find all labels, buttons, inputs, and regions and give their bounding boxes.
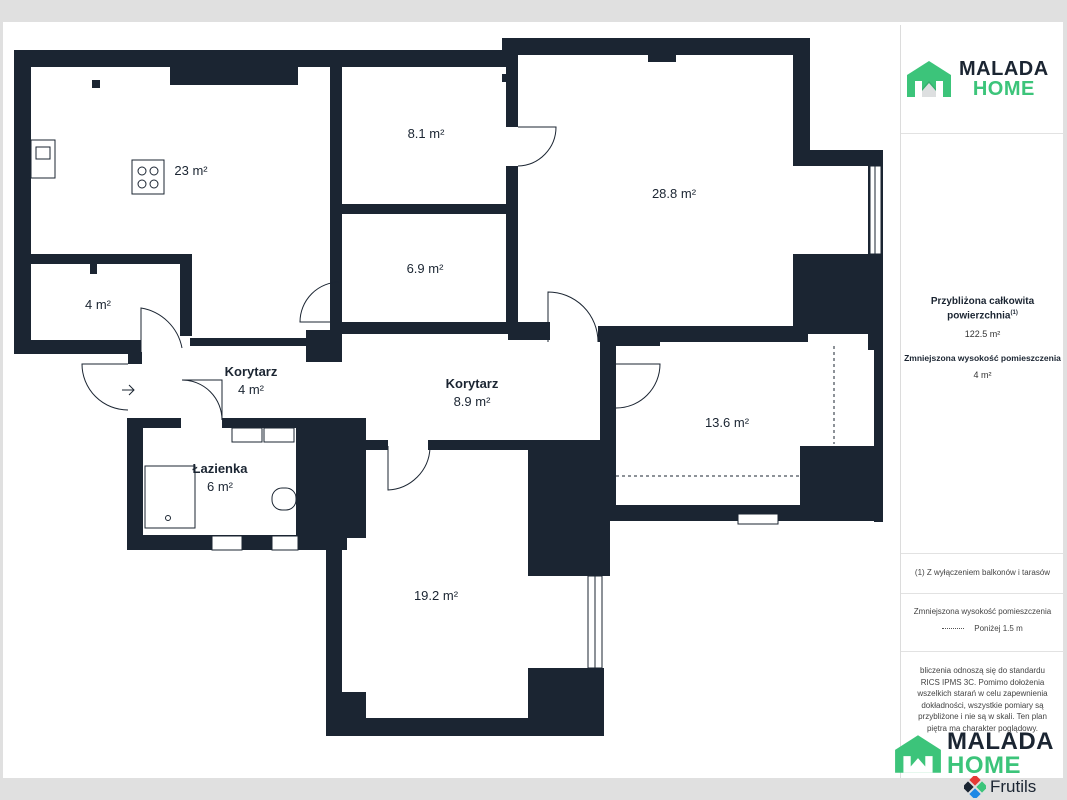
height-legend: Zmniejszona wysokość pomieszczenia Poniż…	[901, 593, 1064, 652]
washbasin-right	[263, 427, 295, 443]
frutils-mark-icon	[964, 776, 986, 798]
doors	[81, 126, 661, 491]
arrow-right-icon	[122, 384, 135, 396]
total-area-label-2: powierzchnia	[947, 310, 1011, 322]
room-28-8-area: 28.8 m²	[652, 186, 697, 201]
floorplan-sheet	[3, 22, 1063, 778]
hall-left-name: Korytarz	[225, 364, 278, 379]
total-area-label-1: Przybliżona całkowita	[930, 296, 1035, 307]
room-19-2-area: 19.2 m²	[414, 588, 459, 603]
bathroom-area: 6 m²	[207, 479, 234, 494]
storage-area: 4 m²	[85, 297, 112, 312]
toilet	[271, 487, 297, 511]
bathroom-name: Łazienka	[193, 461, 249, 476]
brand-line1: MALADA	[959, 58, 1049, 80]
brand-header: MALADA HOME	[901, 25, 1064, 134]
info-sidebar: MALADA HOME Przybliżona całkowita powier…	[900, 25, 1064, 778]
brand-line2: HOME	[972, 78, 1035, 100]
footnote: (1) Z wyłączeniem balkonów i tarasów	[901, 553, 1064, 594]
disclaimer: bliczenia odnoszą się do standardu RICS …	[917, 666, 1048, 733]
hall-mid-name: Korytarz	[446, 376, 499, 391]
total-area-value: 122.5 m²	[964, 329, 1001, 340]
room-labels: 23 m² 8.1 m² 28.8 m² 6.9 m² 4 m² Korytar…	[85, 126, 750, 603]
room-6-9-area: 6.9 m²	[407, 261, 445, 276]
room-8-1-area: 8.1 m²	[408, 126, 446, 141]
watermark-brand-line1: MALADA	[947, 728, 1054, 755]
cooktop	[131, 159, 165, 195]
reduced-height-value: 4 m²	[973, 370, 992, 381]
room-13-6-area: 13.6 m²	[705, 415, 750, 430]
malada-home-logo: MALADA HOME	[905, 59, 1049, 99]
dotted-line-icon	[942, 628, 965, 629]
legend-item: Poniżej 1.5 m	[974, 624, 1023, 633]
walls	[14, 38, 883, 736]
watermark-brand-line2: HOME	[947, 752, 1021, 779]
fixtures	[30, 139, 297, 529]
hall-mid-area: 8.9 m²	[454, 394, 492, 409]
area-stats: Przybliżona całkowita powierzchnia(1) 12…	[901, 133, 1064, 554]
dashed-low-height-zones	[616, 346, 835, 477]
hall-left-area: 4 m²	[238, 382, 265, 397]
total-area-footnote-ref: (1)	[1010, 310, 1018, 316]
frutils-logo: Frutils	[964, 776, 1036, 798]
legend-title: Zmniejszona wysokość pomieszczenia	[913, 607, 1052, 616]
reduced-height-label: Zmniejszona wysokość pomieszczenia	[904, 353, 1061, 364]
washbasin-left	[231, 427, 263, 443]
windows	[211, 165, 882, 669]
room-kitchen-area: 23 m²	[174, 163, 208, 178]
floor-plan: 23 m² 8.1 m² 28.8 m² 6.9 m² 4 m² Korytar…	[14, 38, 883, 736]
malada-home-watermark: MALADA HOME	[893, 730, 1054, 778]
frutils-text: Frutils	[990, 777, 1037, 796]
